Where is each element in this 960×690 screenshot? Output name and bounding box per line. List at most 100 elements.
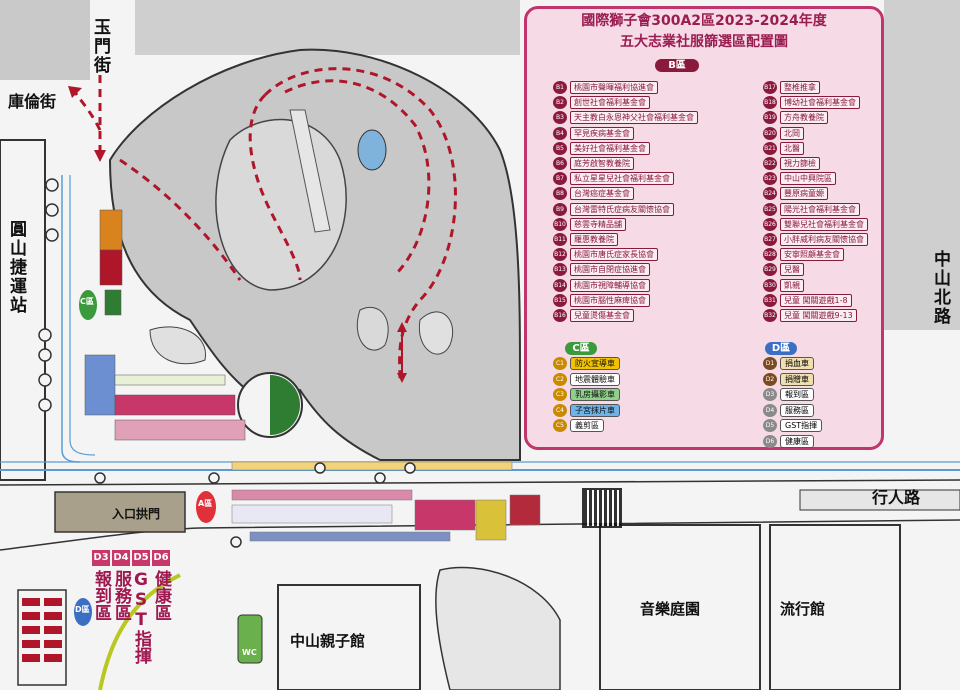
booth-row-b — [84, 209, 246, 441]
round-plaza-green — [270, 375, 300, 435]
item-label: 兒醫 — [780, 263, 804, 277]
item-label: 台灣癌症基金會 — [570, 187, 634, 201]
item-label: 雙聯兒社會福利基金會 — [780, 217, 868, 231]
item-code: B6 — [553, 157, 567, 170]
route-arrow-down — [94, 150, 106, 162]
zone-d-map-label: D區 — [75, 605, 90, 614]
item-code: C3 — [553, 388, 567, 401]
item-code: B19 — [763, 111, 777, 125]
item-code: B28 — [763, 248, 777, 262]
item-code: B17 — [763, 81, 777, 94]
item-label: 兒童 闖關遊戲1-8 — [780, 293, 852, 307]
route-path-kulun — [73, 91, 102, 131]
item-code: B29 — [763, 263, 777, 277]
rock-1 — [356, 307, 389, 351]
item-label: 羅惠教養院 — [570, 233, 618, 246]
item-label: 捐血車 — [780, 357, 814, 370]
item-label: 視力篩檢 — [780, 157, 820, 170]
item-label: 凱親 — [780, 278, 804, 292]
d3-zone-label: 報到區 — [91, 570, 111, 621]
item-code: B27 — [763, 233, 777, 246]
tree-markers — [38, 178, 416, 548]
music-garden-label: 音樂庭園 — [640, 600, 701, 618]
top-gray-area — [135, 0, 520, 55]
item-code: B7 — [553, 172, 567, 186]
item-label: 防火宣導車 — [570, 357, 620, 370]
item-code: B24 — [763, 187, 777, 201]
item-label: 義剪區 — [570, 419, 604, 432]
item-code: D4 — [763, 403, 777, 417]
d4-box: D4 — [112, 550, 130, 566]
item-code: D1 — [763, 357, 777, 370]
item-code: B20 — [763, 126, 777, 140]
corner-block-top-left — [0, 0, 90, 80]
yumen-street-label: 玉門街 — [90, 18, 110, 75]
walkway — [289, 109, 331, 233]
item-code: D3 — [763, 388, 777, 401]
item-code: B18 — [763, 96, 777, 110]
item-label: 小胖威利病友關懷協會 — [780, 233, 868, 246]
item-label: 桃園市聲暉福利協進會 — [570, 81, 658, 94]
entrance-arch-label: 入口拱門 — [112, 507, 161, 521]
item-code: C1 — [553, 357, 567, 370]
item-label: 兒童燙傷基金會 — [570, 309, 634, 322]
item-label: 乳房攝影車 — [570, 388, 620, 401]
rock-3 — [418, 311, 454, 355]
route-arrow-left — [68, 86, 82, 98]
item-label: 台灣雷特氏症病友關懷協會 — [570, 202, 674, 216]
item-code: B2 — [553, 96, 567, 110]
d6-box: D6 — [152, 550, 170, 566]
item-label: 兒童 闖關遊戲9-13 — [780, 309, 857, 322]
item-label: 庭芳啟智教養院 — [570, 157, 634, 170]
river-line-4 — [69, 175, 96, 456]
pedestrian-road-label: 行人路 — [872, 488, 921, 507]
legend-panel: 國際獅子會300A2區2023-2024年度 五大志業社服篩選區配置圖 B區 B… — [524, 6, 884, 450]
item-label: 桃園市視障輔導協會 — [570, 278, 650, 292]
item-label: 博幼社會福利基金會 — [780, 96, 860, 110]
zone-c-marker — [79, 290, 97, 320]
item-label: GST指揮 — [780, 419, 823, 432]
item-code: B31 — [763, 293, 777, 307]
d3-box: D3 — [92, 550, 110, 566]
d5-box: D5 — [132, 550, 150, 566]
item-code: B3 — [553, 111, 567, 125]
music-garden-block — [599, 524, 761, 690]
item-code: B5 — [553, 141, 567, 155]
family-hall-block — [277, 584, 421, 690]
item-label: 美好社會福利基金會 — [570, 141, 650, 155]
item-label: 豐原病童嫄 — [780, 187, 828, 201]
item-label: 桃園市腦性麻痺協會 — [570, 293, 650, 307]
item-code: B14 — [553, 278, 567, 292]
route-arrow-up — [397, 322, 407, 332]
yuanshan-mrt-label: 圓山捷運站 — [6, 220, 26, 315]
pop-hall-label: 流行館 — [780, 600, 826, 618]
item-label: 創世社會福利基金會 — [570, 96, 650, 110]
item-label: 北醫 — [780, 141, 804, 155]
zone-d-marker — [74, 598, 92, 626]
item-label: 方舟教養院 — [780, 111, 828, 125]
